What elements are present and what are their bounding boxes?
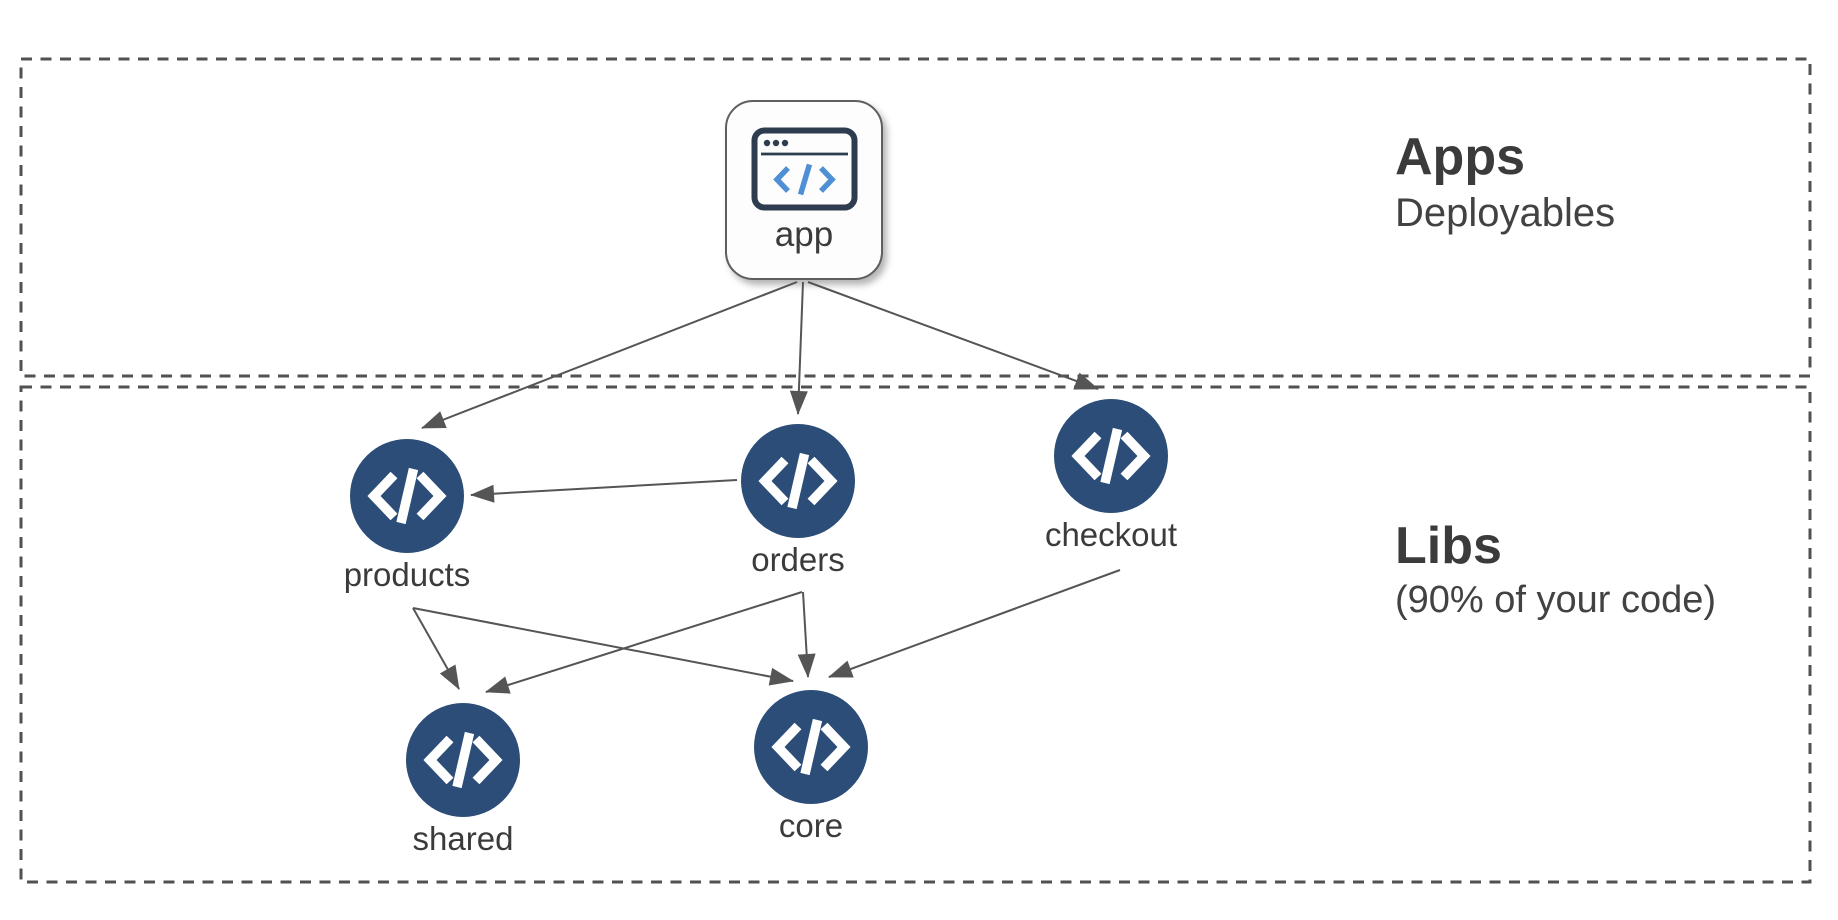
node-shared: shared	[353, 703, 573, 858]
node-app-label: app	[774, 215, 834, 254]
libs-section-label: Libs (90% of your code)	[1395, 517, 1716, 624]
apps-section-subtitle: Deployables	[1395, 190, 1616, 235]
edge-checkout-core	[828, 569, 1121, 678]
node-checkout: checkout	[1001, 399, 1221, 554]
node-orders: orders	[688, 424, 908, 579]
edge-orders-products	[470, 479, 738, 503]
code-brackets-icon	[754, 690, 868, 804]
edge-products-core	[412, 607, 794, 686]
apps-section-label: Apps Deployables	[1395, 128, 1615, 238]
node-core-label: core	[778, 807, 844, 844]
code-brackets-icon	[350, 439, 464, 553]
node-core: core	[701, 690, 921, 845]
browser-window-code-icon	[751, 127, 857, 211]
edge-products-shared	[412, 607, 460, 690]
apps-section-title: Apps	[1395, 128, 1525, 186]
libs-zone-border	[19, 385, 1812, 884]
node-shared-label: shared	[412, 820, 514, 857]
node-orders-label: orders	[751, 541, 845, 578]
edge-app-products	[421, 281, 798, 429]
edge-orders-shared	[485, 591, 803, 694]
code-brackets-icon	[741, 424, 855, 538]
edge-orders-core	[797, 591, 816, 678]
code-brackets-icon	[406, 703, 520, 817]
edge-app-orders	[789, 281, 808, 415]
edges	[412, 281, 1121, 694]
libs-section-subtitle: (90% of your code)	[1395, 578, 1717, 621]
node-checkout-label: checkout	[1044, 516, 1178, 553]
node-products: products	[297, 439, 517, 594]
node-app: app	[725, 100, 883, 280]
node-products-label: products	[343, 556, 471, 593]
edge-app-checkout	[807, 281, 1099, 390]
code-brackets-icon	[1054, 399, 1168, 513]
libs-section-title: Libs	[1395, 517, 1502, 575]
